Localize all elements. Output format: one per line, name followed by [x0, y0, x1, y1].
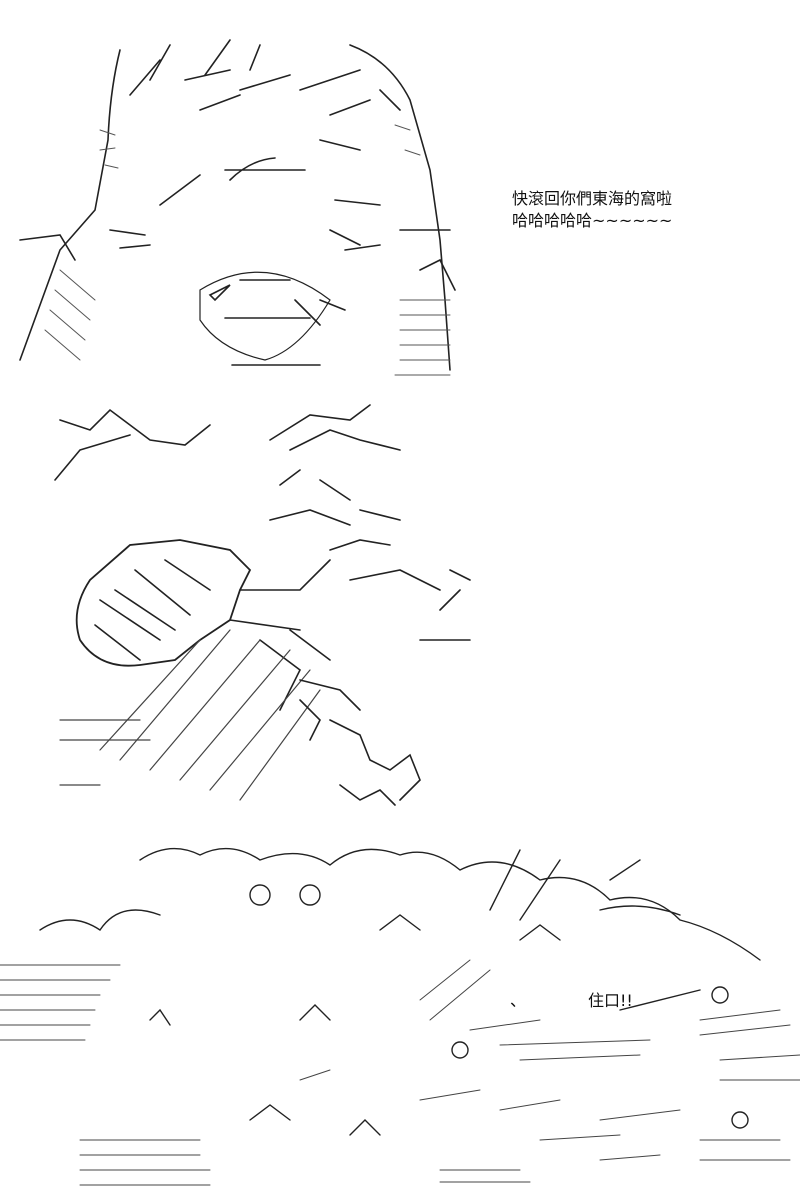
dialogue-shut-up: 住口!! [588, 991, 633, 1010]
dialogue-line-1: 快滾回你們東海的窩啦 [512, 189, 673, 208]
ascii-art-crowd-smoke [0, 820, 800, 1200]
panel-middle: 、 住口!! [0, 390, 800, 1010]
dialogue-line-2: 哈哈哈哈哈~~~~~~ [512, 211, 673, 230]
ascii-art-laughing-face [0, 0, 470, 390]
dialogue-mark: 、 [510, 991, 527, 1010]
ascii-art-punch [0, 390, 480, 820]
panel-top: 快滾回你們東海的窩啦 哈哈哈哈哈~~~~~~ [0, 0, 800, 390]
panel-bottom [0, 820, 800, 1200]
dialogue-laugh: 快滾回你們東海的窩啦 哈哈哈哈哈~~~~~~ [512, 188, 672, 232]
